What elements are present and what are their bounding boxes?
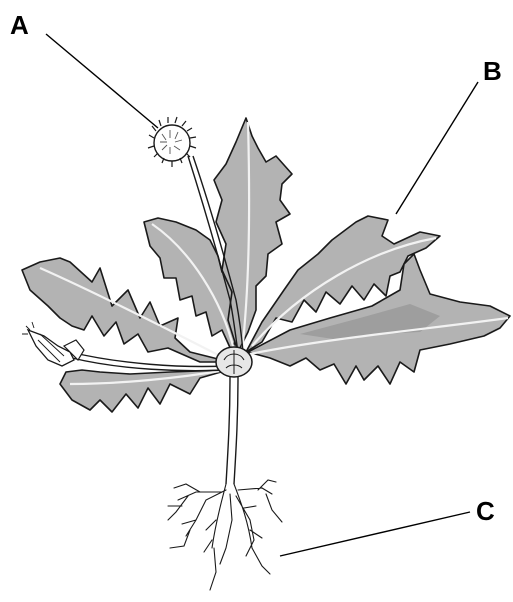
label-c: C <box>476 496 495 526</box>
leader-line-b <box>396 82 478 214</box>
leader-line-c <box>280 512 470 556</box>
label-b: B <box>483 56 502 86</box>
leaf-lower-left <box>60 370 228 412</box>
leaves <box>22 118 510 412</box>
roots <box>168 376 282 590</box>
label-a: A <box>10 10 29 40</box>
crown <box>216 347 252 377</box>
leader-line-a <box>46 34 158 128</box>
